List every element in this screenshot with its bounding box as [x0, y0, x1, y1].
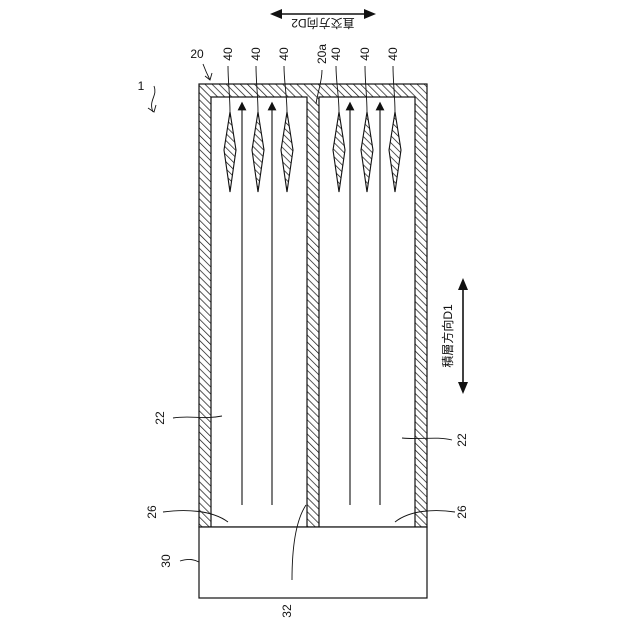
label-joint-32: 32	[280, 604, 294, 618]
base-30	[199, 527, 427, 598]
label-fin-40-2: 40	[249, 47, 263, 61]
label-device-1: 1	[138, 79, 145, 93]
stacking-direction-indicator: 積層方向D1	[440, 278, 468, 394]
label-fin-40-1: 40	[221, 47, 235, 61]
label-fin-40-4: 40	[329, 47, 343, 61]
stacking-direction-label: 積層方向D1	[440, 304, 455, 368]
label-channel-22-left: 22	[153, 411, 167, 425]
label-frame-20: 20	[190, 47, 204, 61]
label-gap-26-right: 26	[455, 505, 469, 519]
label-partition-20a: 20a	[315, 44, 329, 64]
label-fin-40-3: 40	[277, 47, 291, 61]
label-base-30: 30	[159, 554, 173, 568]
label-gap-26-left: 26	[145, 505, 159, 519]
label-fin-40-6: 40	[386, 47, 400, 61]
label-channel-22-right: 22	[455, 433, 469, 447]
orthogonal-direction-indicator: 直交方向D2	[270, 9, 376, 31]
orthogonal-direction-label: 直交方向D2	[291, 16, 355, 31]
label-fin-40-5: 40	[358, 47, 372, 61]
